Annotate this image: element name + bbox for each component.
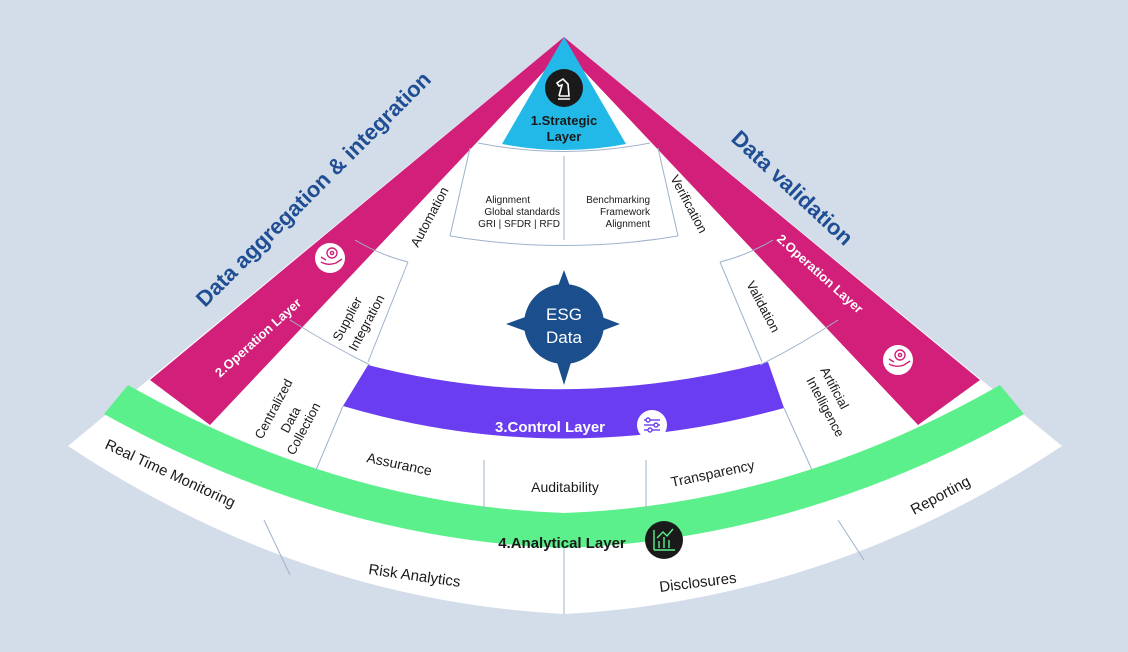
strategic-right-line3: Alignment	[606, 219, 651, 230]
esg-line2: Data	[546, 328, 582, 347]
hand-gear-icon	[888, 349, 911, 367]
strategic-icon-bg	[545, 69, 583, 107]
sliders-icon	[644, 417, 660, 433]
strategic-right-line2: Framework	[600, 207, 651, 218]
chess-knight-icon	[555, 77, 570, 100]
strategic-right-cell: Benchmarking Framework Alignment	[586, 195, 651, 230]
strategic-left-line3: GRI | SFDR | RFD	[478, 219, 560, 230]
control-layer-band	[343, 362, 784, 439]
strategic-title-line2: Layer	[547, 129, 582, 144]
strategic-left-line2: Global standards	[484, 207, 560, 218]
strategic-left-cell: Alignment Global standards GRI | SFDR | …	[478, 195, 560, 230]
bar-chart-icon	[653, 528, 675, 551]
item-auditability: Auditability	[531, 479, 599, 495]
operation-layer-left-band	[150, 37, 564, 425]
strategic-title-line1: 1.Strategic	[531, 113, 597, 128]
esg-line1: ESG	[546, 305, 582, 324]
analytical-title: 4.Analytical Layer	[498, 535, 626, 552]
strategic-right-line1: Benchmarking	[586, 195, 650, 206]
analytical-layer-band	[104, 385, 1024, 548]
esg-circle	[524, 284, 604, 364]
operation-layer-right-band	[564, 37, 980, 425]
hand-gear-icon	[320, 247, 343, 265]
strategic-left-line1: Alignment	[486, 195, 531, 206]
divider-lines	[263, 142, 865, 614]
control-title: 3.Control Layer	[495, 419, 605, 436]
